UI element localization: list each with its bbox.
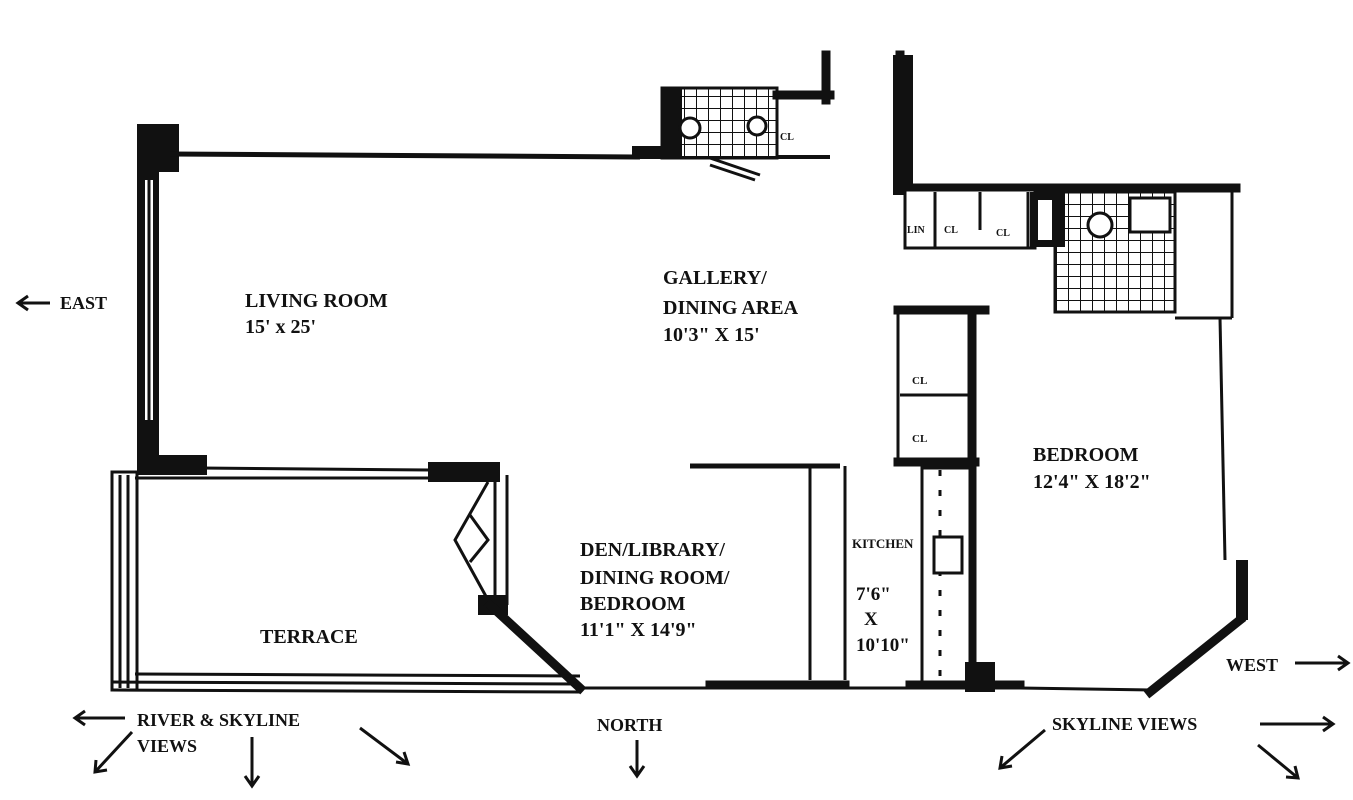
room-bedroom: BEDROOM 12'4" X 18'2" [1033,444,1151,493]
room-gallery: GALLERY/ DINING AREA 10'3" X 15' [663,267,799,346]
gallery-name-line1: GALLERY/ [663,267,767,289]
closet-label-hall2: CL [912,433,927,445]
kitchen-name: KITCHEN [852,536,914,551]
kitchen-size-line3: 10'10" [856,635,910,656]
room-terrace: TERRACE [260,626,358,648]
room-living: LIVING ROOM 15' x 25' [245,290,388,338]
closet-label-top: CL [780,132,794,143]
bedroom-name: BEDROOM [1033,444,1139,466]
orientation-skyline-views: SKYLINE VIEWS [998,714,1336,780]
west-arrow-icon [1295,654,1351,672]
river-left-arrow-icon [72,709,125,727]
den-line3: BEDROOM [580,593,686,615]
bedroom-size: 12'4" X 18'2" [1033,471,1151,493]
linen-label: LIN [907,225,926,236]
gallery-name-line2: DINING AREA [663,297,799,319]
river-down-arrow-icon [243,737,261,789]
skyline-right-arrow-icon [1260,715,1336,733]
kitchen-size-line2: X [864,609,878,630]
orientation-north: NORTH [597,715,662,779]
skyline-down-right-arrow-icon [1257,743,1300,780]
orientation-river-views: RIVER & SKYLINE VIEWS [72,709,411,789]
den-line1: DEN/LIBRARY/ [580,539,725,561]
orientation-east: EAST [15,293,107,313]
closet-label-bed1: CL [944,225,958,236]
walls [110,50,1248,699]
living-room-name: LIVING ROOM [245,290,388,312]
closet-label-hall1: CL [912,375,927,387]
river-views-line2: VIEWS [137,736,197,756]
den-size: 11'1" X 14'9" [580,619,697,641]
den-line2: DINING ROOM/ [580,567,730,589]
room-kitchen: KITCHEN 7'6" X 10'10" [852,536,914,656]
river-views-line1: RIVER & SKYLINE [137,710,300,730]
gallery-size: 10'3" X 15' [663,324,760,346]
skyline-down-left-arrow-icon [998,728,1046,770]
river-down-left-arrow-icon [93,730,134,774]
terrace-name: TERRACE [260,626,358,648]
closet-label-bed2: CL [996,228,1010,239]
east-arrow-icon [15,294,50,312]
room-den: DEN/LIBRARY/ DINING ROOM/ BEDROOM 11'1" … [580,539,730,641]
kitchen-size-line1: 7'6" [856,584,891,605]
closet-labels: CL LIN CL CL CL CL [780,132,1010,445]
north-label: NORTH [597,715,662,735]
orientation-west: WEST [1226,654,1351,675]
west-label: WEST [1226,655,1278,675]
living-room-size: 15' x 25' [245,316,316,338]
river-down-right-arrow-icon [359,726,411,766]
east-label: EAST [60,293,107,313]
skyline-views-label: SKYLINE VIEWS [1052,714,1197,734]
north-arrow-icon [628,740,646,779]
